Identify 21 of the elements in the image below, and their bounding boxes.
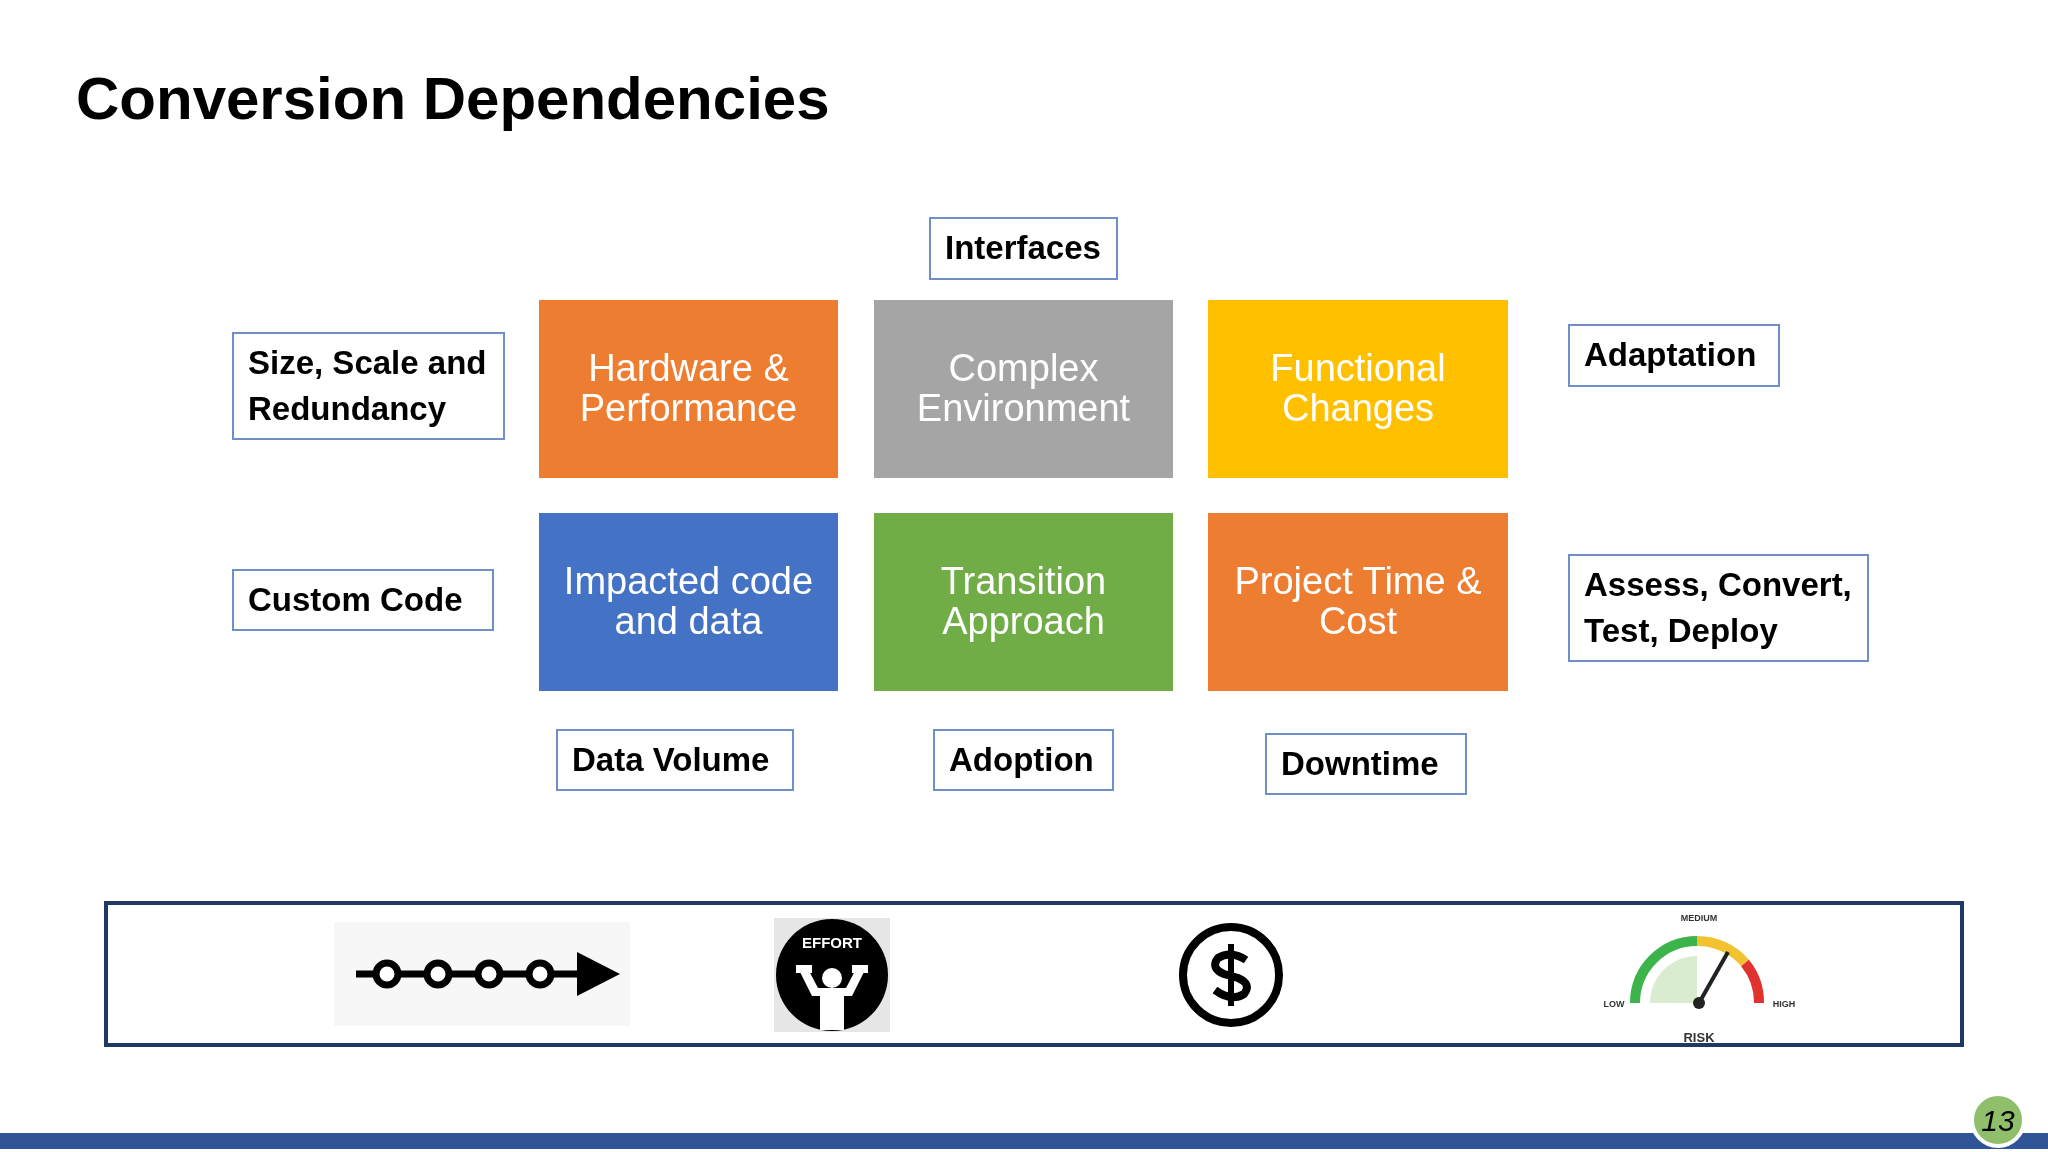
slide-title: Conversion Dependencies	[76, 64, 830, 133]
label-box: Data Volume	[556, 729, 794, 791]
category-tile: Functional Changes	[1208, 300, 1508, 478]
category-tile: Project Time & Cost	[1208, 513, 1508, 691]
category-tile: Impacted code and data	[539, 513, 838, 691]
category-tile: Transition Approach	[874, 513, 1173, 691]
effort-label: EFFORT	[802, 934, 862, 950]
label-box: Custom Code	[232, 569, 494, 631]
gauge-label: RISK	[1683, 1030, 1715, 1044]
page-number: 13	[1981, 1106, 2015, 1136]
label-box: Adoption	[933, 729, 1114, 791]
label-box: Downtime	[1265, 733, 1467, 795]
gauge-label: LOW	[1603, 999, 1625, 1009]
label-box: Size, Scale and Redundancy	[232, 332, 505, 440]
label-box: Adaptation	[1568, 324, 1780, 387]
label-box: Assess, Convert, Test, Deploy	[1568, 554, 1869, 662]
category-tile: Hardware & Performance	[539, 300, 838, 478]
gauge-label: HIGH	[1772, 999, 1796, 1009]
gauge-label: MEDIUM	[1680, 913, 1718, 923]
label-box: Interfaces	[929, 217, 1118, 280]
category-tile: Complex Environment	[874, 300, 1173, 478]
